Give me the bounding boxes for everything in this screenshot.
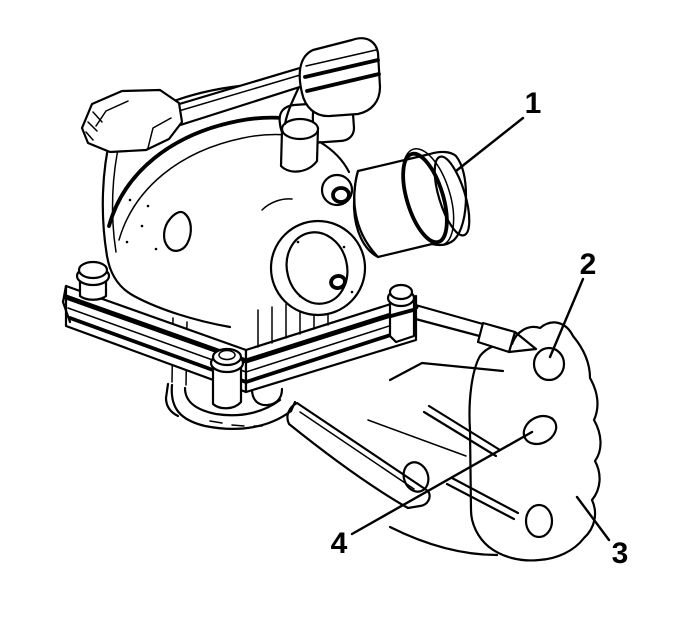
plate-dark-stripe-upper [63, 294, 419, 364]
sensor-cylinder-top [280, 117, 320, 141]
hook-dashes [209, 420, 263, 427]
inner-diagonal [367, 419, 467, 457]
callout-1-leader [454, 116, 525, 173]
strap-to-boss [318, 140, 351, 174]
bracket-ridge-line [388, 361, 505, 382]
speck [350, 290, 354, 294]
hook-inner-curve [183, 386, 282, 417]
strut [406, 302, 492, 340]
callout-2-leader [548, 277, 585, 359]
can-outer-face [269, 219, 367, 317]
right-boss-stripe [389, 308, 415, 318]
body-accent-line [261, 198, 293, 211]
base-plate [61, 284, 419, 394]
speck [154, 247, 158, 251]
flange-pipe-bracket [286, 302, 538, 557]
flange-outline [468, 321, 602, 562]
body-left-edge-inner [111, 139, 121, 253]
plate-left-endcap [61, 284, 72, 324]
can-small-hole [329, 274, 347, 290]
connector-ribs [303, 58, 381, 93]
flange-center-port [522, 414, 558, 446]
fork-bracket-steps [95, 100, 172, 149]
bolts [75, 260, 416, 410]
hook-u-notch [250, 387, 284, 407]
tube-ring-band [401, 151, 449, 245]
callout-1-label: 1 [525, 87, 542, 120]
callout-4-leader [350, 430, 534, 536]
fork-bracket-hatch [85, 111, 103, 141]
lower-rails [445, 476, 520, 521]
callout-2-label: 2 [580, 248, 597, 281]
middle-bolt-head-top [218, 349, 236, 361]
upper-rails [422, 404, 502, 458]
pipe-inner-line [299, 411, 415, 490]
pipe-end-opening [402, 461, 430, 493]
tube-ring-outer [401, 148, 455, 246]
hook-bracket [164, 317, 297, 430]
flange-top-hole [532, 346, 566, 382]
speck [296, 240, 300, 244]
callout-3-leader [575, 495, 611, 542]
middle-bolt-column [211, 360, 243, 410]
hook-outer-curve [170, 383, 293, 430]
mounting-flange [468, 321, 602, 562]
speck [146, 204, 150, 208]
plate-dark-stripe-lower [68, 316, 414, 385]
motor-can [269, 219, 367, 317]
outlet-tube [352, 148, 471, 259]
left-bolt-dome [77, 260, 109, 280]
body-teardrop-hole [163, 210, 192, 252]
callout-4-label: 4 [331, 527, 348, 560]
fork-bracket [80, 88, 184, 154]
plate-mid-line [67, 307, 415, 373]
strut-tip [507, 330, 538, 354]
speck [125, 240, 129, 244]
side-boss-ring [331, 186, 351, 204]
speck [128, 198, 132, 202]
speck [298, 294, 302, 298]
rib-fins [257, 292, 329, 348]
hook-left-leg [164, 382, 180, 418]
callout-3-label: 3 [612, 537, 629, 570]
tube-root-arc [353, 169, 380, 259]
connector-top-face-line [305, 49, 377, 67]
flange-bottom-hole [524, 503, 554, 539]
middle-bolt-dome [211, 347, 243, 367]
hook-right-edge [289, 400, 297, 413]
right-bolt-dome [388, 283, 414, 301]
pipe-tube [286, 401, 431, 510]
connector-assembly [80, 37, 382, 154]
electrical-connector [298, 37, 382, 118]
tube-end-face [433, 155, 471, 237]
can-inner-ring [285, 231, 349, 305]
strut-pad [476, 321, 517, 354]
pipe-bottom-curve [388, 525, 499, 557]
body-bottom-curve [105, 254, 232, 329]
speck [140, 224, 144, 228]
callouts: 1 2 3 4 [331, 87, 629, 570]
speck [342, 245, 346, 249]
